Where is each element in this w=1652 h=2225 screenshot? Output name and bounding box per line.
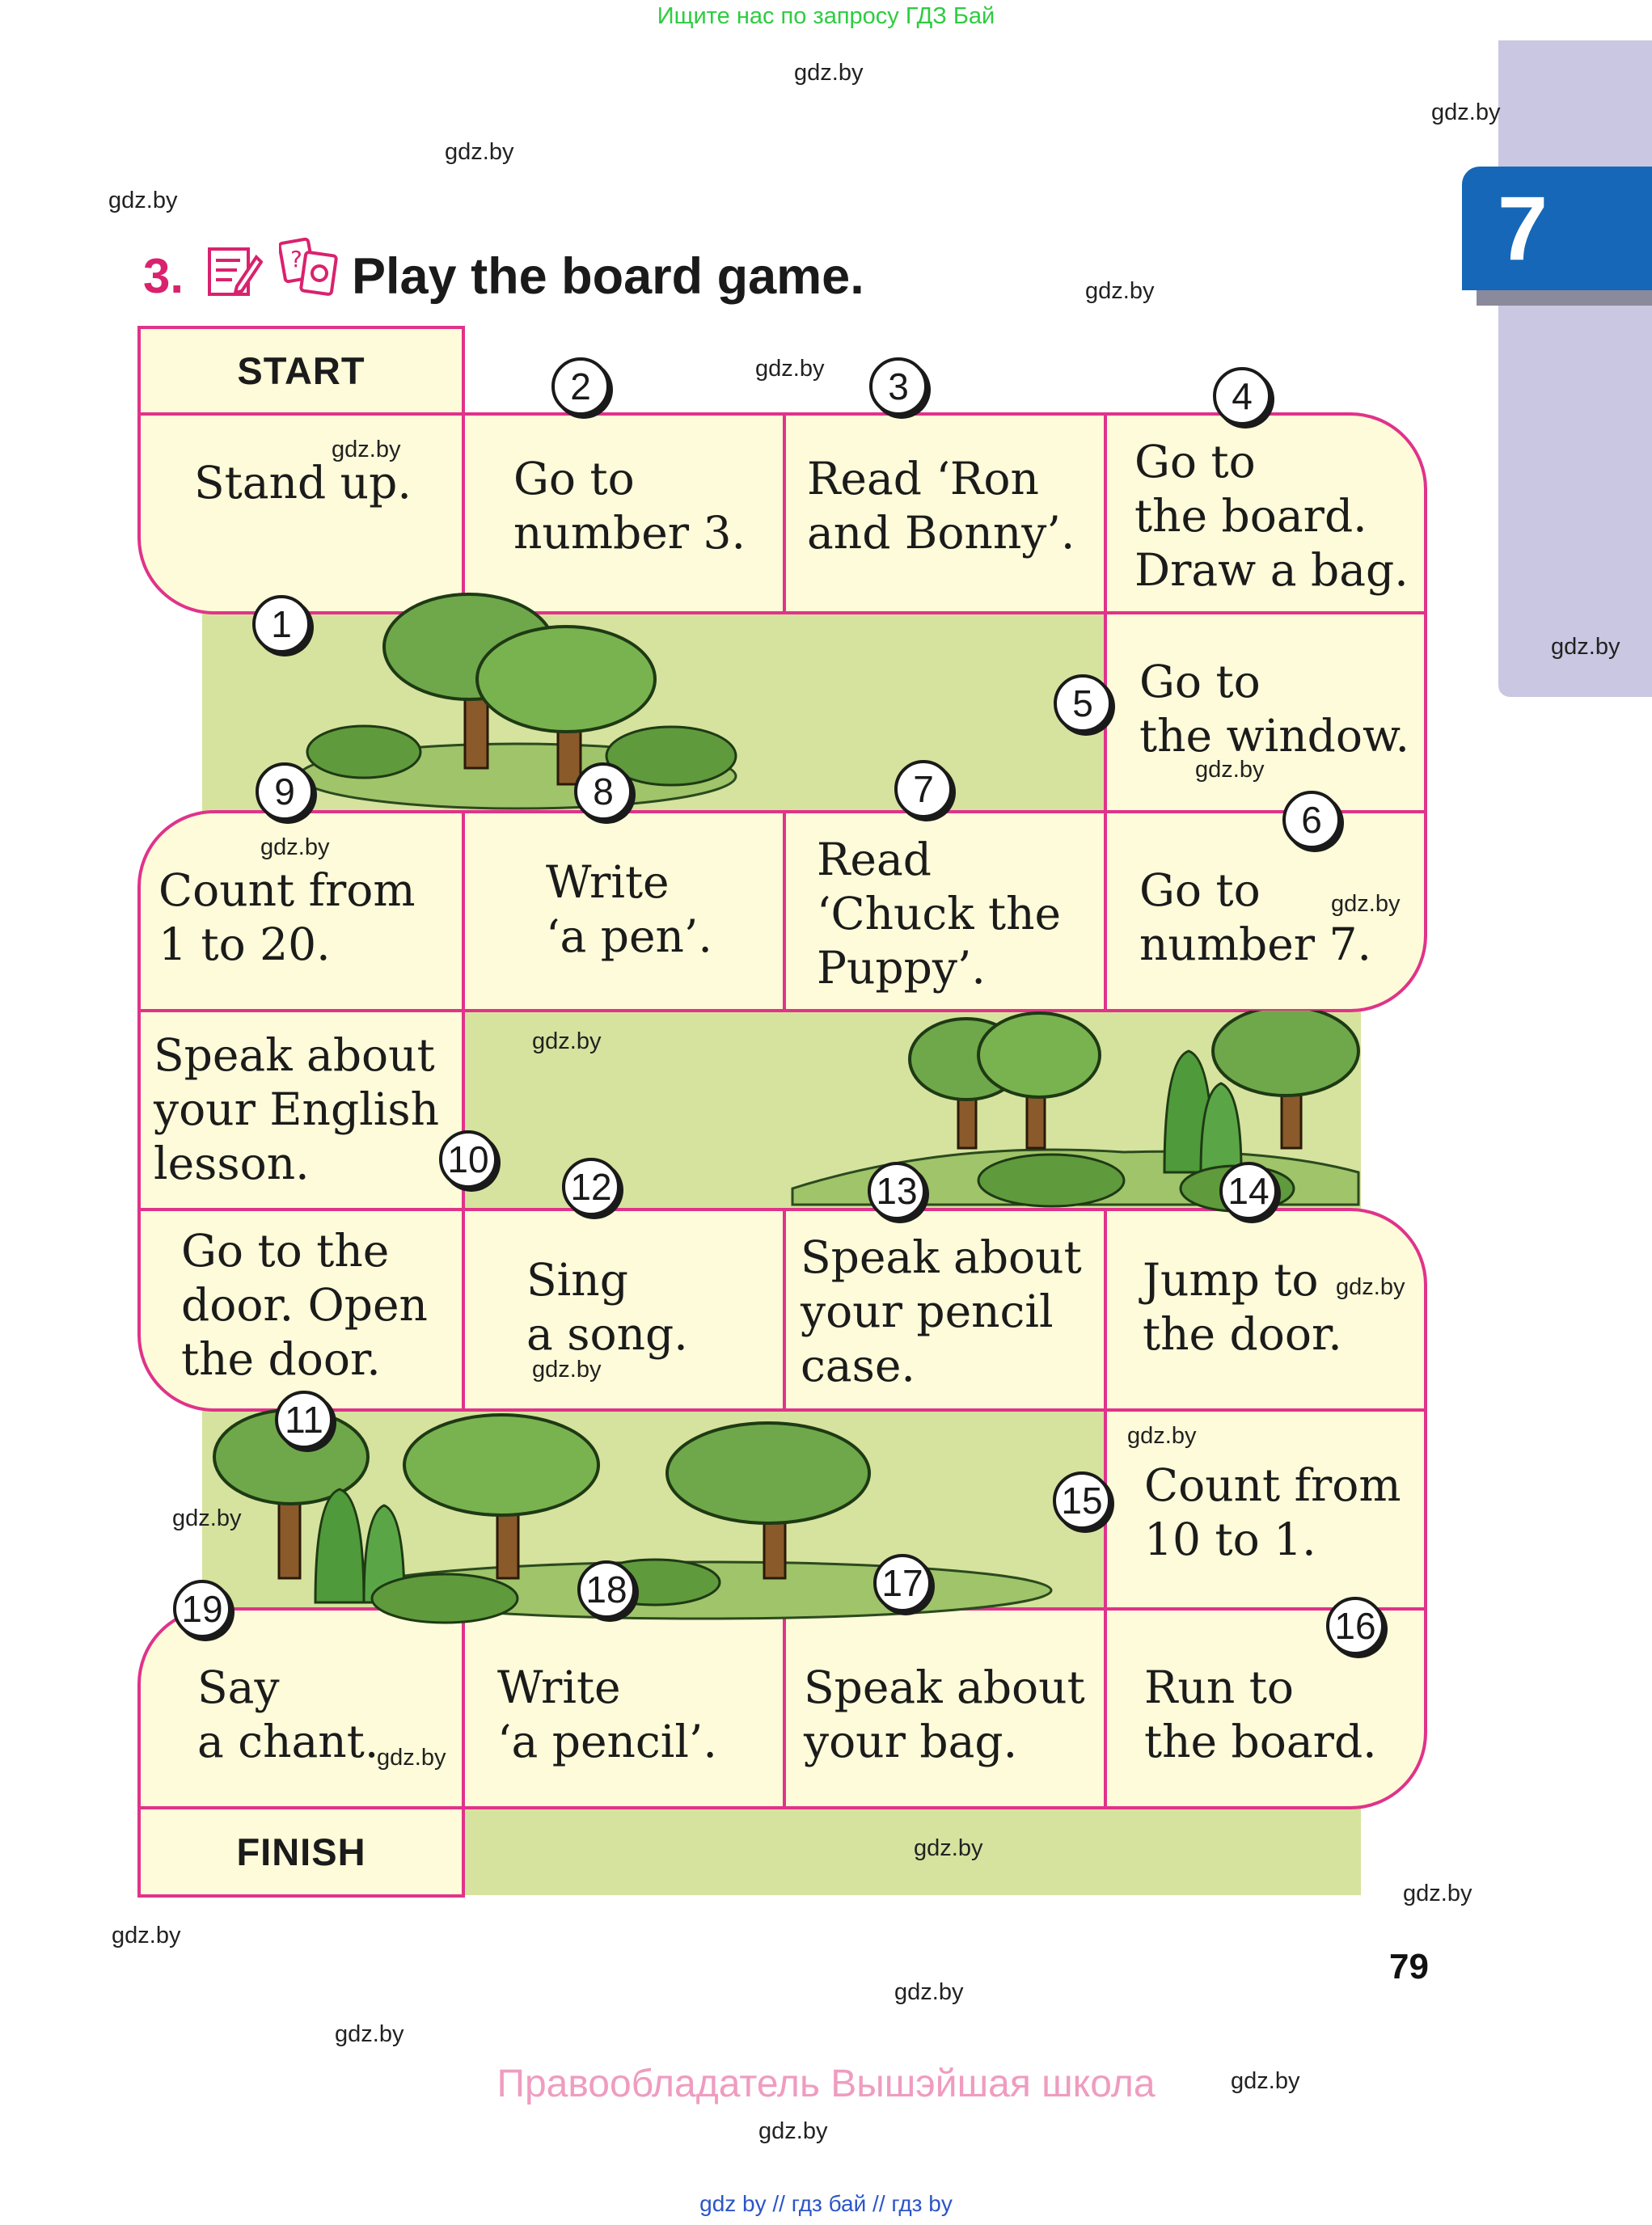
board-square-18[interactable]: Write ‘a pencil’.: [462, 1607, 786, 1809]
watermark: gdz.by: [332, 437, 401, 462]
square-9-number: 9: [256, 762, 314, 821]
board-square-11[interactable]: Go to the door. Open the door.: [137, 1208, 465, 1412]
chapter-tab: [1462, 167, 1652, 290]
square-5-text: Go to the window.: [1139, 656, 1410, 762]
board-square-16[interactable]: Run to the board.: [1104, 1607, 1427, 1809]
board-square-13[interactable]: Speak about your pencil case.: [783, 1208, 1107, 1412]
watermark: gdz.by: [377, 1745, 446, 1771]
square-8-text: Write ‘a pen’.: [546, 856, 712, 962]
exercise-title: Play the board game.: [352, 248, 864, 305]
board-square-12[interactable]: Sing a song.: [462, 1208, 786, 1412]
watermark: gdz.by: [108, 188, 178, 213]
square-12-text: Sing a song.: [526, 1254, 688, 1360]
square-19-number: 19: [173, 1580, 231, 1638]
square-19-text: Say a chant.: [197, 1661, 379, 1767]
square-3-text: Read ‘Ron and Bonny’.: [807, 453, 1075, 559]
square-15-text: Count from 10 to 1.: [1144, 1459, 1401, 1565]
square-7-number: 7: [894, 760, 953, 818]
square-6-number: 6: [1282, 791, 1341, 849]
trees-scene-2: [791, 1011, 1360, 1213]
square-4-text: Go to the board. Draw a bag.: [1134, 436, 1409, 596]
square-15-number: 15: [1053, 1471, 1111, 1530]
watermark: gdz.by: [1403, 1881, 1472, 1906]
square-10-number: 10: [439, 1130, 497, 1188]
watermark: gdz.by: [758, 2118, 828, 2144]
chapter-number: 7: [1497, 178, 1548, 279]
board-square-7[interactable]: Read ‘Chuck the Puppy’.: [783, 810, 1107, 1012]
chapter-tab-shadow: [1477, 288, 1652, 306]
board-square-1[interactable]: Stand up.: [137, 412, 465, 614]
watermark: gdz.by: [755, 356, 825, 382]
watermark: gdz.by: [445, 139, 514, 165]
square-14-text: Jump to the door.: [1143, 1254, 1342, 1360]
watermark: gdz.by: [1231, 2068, 1300, 2094]
start-label: START: [237, 349, 365, 392]
watermark: gdz.by: [260, 834, 330, 860]
grass-strip-4: [463, 1806, 1361, 1895]
square-4-number: 4: [1213, 367, 1271, 425]
square-11-text: Go to the door. Open the door.: [181, 1225, 428, 1385]
square-2-number: 2: [551, 357, 610, 416]
watermark: gdz.by: [894, 1979, 964, 2005]
watermark: gdz.by: [914, 1835, 983, 1861]
square-17-text: Speak about your bag.: [804, 1661, 1085, 1767]
board-square-5[interactable]: Go to the window.: [1104, 611, 1427, 813]
watermark: gdz.by: [532, 1357, 602, 1383]
watermark: gdz.by: [1431, 99, 1501, 125]
board-square-4[interactable]: Go to the board. Draw a bag.: [1104, 412, 1427, 614]
board-square-17[interactable]: Speak about your bag.: [783, 1607, 1107, 1809]
square-13-number: 13: [868, 1162, 926, 1220]
board-square-2[interactable]: Go to number 3.: [462, 412, 786, 614]
board-square-14[interactable]: Jump to the door.: [1104, 1208, 1427, 1412]
square-12-number: 12: [562, 1158, 620, 1216]
square-18-number: 18: [577, 1560, 636, 1619]
square-1-text: Stand up.: [194, 457, 412, 509]
square-2-text: Go to number 3.: [513, 453, 746, 559]
square-10-text: Speak about your English lesson.: [154, 1029, 439, 1189]
watermark: gdz.by: [1127, 1423, 1197, 1449]
square-17-number: 17: [873, 1554, 932, 1612]
square-6-text: Go to number 7.: [1139, 864, 1372, 970]
square-16-number: 16: [1326, 1597, 1384, 1655]
square-9-text: Count from 1 to 20.: [158, 864, 416, 970]
square-1-number: 1: [252, 595, 311, 653]
start-square[interactable]: START: [137, 326, 465, 416]
square-16-text: Run to the board.: [1144, 1661, 1377, 1767]
watermark: gdz.by: [794, 60, 864, 86]
svg-text:?: ?: [290, 246, 302, 272]
watermark: gdz.by: [1195, 757, 1265, 783]
watermark: gdz.by: [172, 1505, 242, 1531]
watermark: gdz.by: [532, 1028, 602, 1054]
game-cards-icon: ?: [279, 237, 338, 296]
square-18-text: Write ‘a pencil’.: [497, 1661, 717, 1767]
square-3-number: 3: [869, 357, 927, 416]
top-banner[interactable]: Ищите нас по запросу ГДЗ Бай: [657, 3, 995, 29]
exercise-number: 3.: [143, 249, 184, 303]
watermark: gdz.by: [1551, 634, 1620, 660]
board-square-19[interactable]: Say a chant.: [137, 1607, 465, 1809]
copyright-notice: Правообладатель Вышэйшая школа: [496, 2062, 1156, 2105]
square-11-number: 11: [275, 1391, 333, 1449]
finish-label: FINISH: [236, 1830, 366, 1873]
square-14-number: 14: [1219, 1162, 1278, 1220]
square-5-number: 5: [1054, 674, 1112, 733]
board-square-6[interactable]: Go to number 7.: [1104, 810, 1427, 1012]
watermark: gdz.by: [335, 2021, 404, 2047]
chapter-side-tab: [1498, 40, 1652, 697]
board-square-10[interactable]: Speak about your English lesson.: [137, 1009, 465, 1211]
square-7-text: Read ‘Chuck the Puppy’.: [817, 834, 1062, 994]
square-13-text: Speak about your pencil case.: [801, 1231, 1082, 1391]
watermark: gdz.by: [1336, 1274, 1405, 1300]
board-square-8[interactable]: Write ‘a pen’.: [462, 810, 786, 1012]
watermark: gdz.by: [112, 1923, 181, 1948]
trees-scene-1: [298, 593, 737, 810]
bottom-links[interactable]: gdz by // гдз бай // гдз by: [699, 2191, 953, 2216]
watermark: gdz.by: [1085, 278, 1155, 304]
finish-square[interactable]: FINISH: [137, 1806, 465, 1898]
square-8-number: 8: [574, 762, 632, 821]
page-number: 79: [1389, 1947, 1429, 1986]
board-square-3[interactable]: Read ‘Ron and Bonny’.: [783, 412, 1107, 614]
watermark: gdz.by: [1331, 891, 1401, 917]
writing-icon: [208, 247, 263, 296]
